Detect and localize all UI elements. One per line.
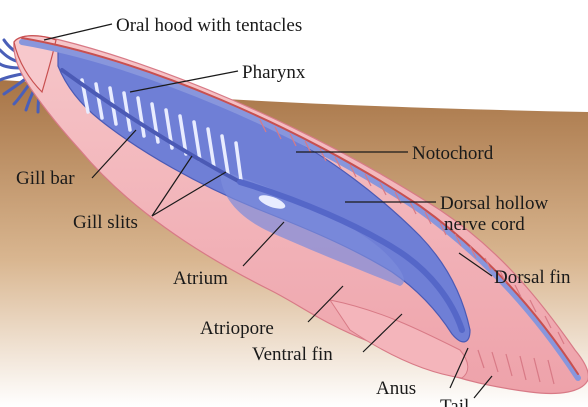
label-atriopore: Atriopore: [200, 318, 274, 339]
label-dorsal-fin: Dorsal fin: [494, 267, 571, 288]
label-notochord: Notochord: [412, 143, 494, 164]
label-atrium: Atrium: [173, 268, 228, 289]
label-anus: Anus: [376, 378, 416, 399]
leader-oral-hood: [44, 24, 112, 40]
label-tail: Tail: [440, 396, 469, 407]
label-gill-bar: Gill bar: [16, 168, 75, 189]
label-nerve-cord: nerve cord: [444, 214, 525, 235]
label-gill-slits: Gill slits: [73, 212, 138, 233]
label-pharynx: Pharynx: [242, 62, 306, 83]
label-ventral-fin: Ventral fin: [252, 344, 333, 365]
label-dorsal-hollow: Dorsal hollow: [440, 193, 548, 214]
label-oral-hood: Oral hood with tentacles: [116, 15, 302, 36]
